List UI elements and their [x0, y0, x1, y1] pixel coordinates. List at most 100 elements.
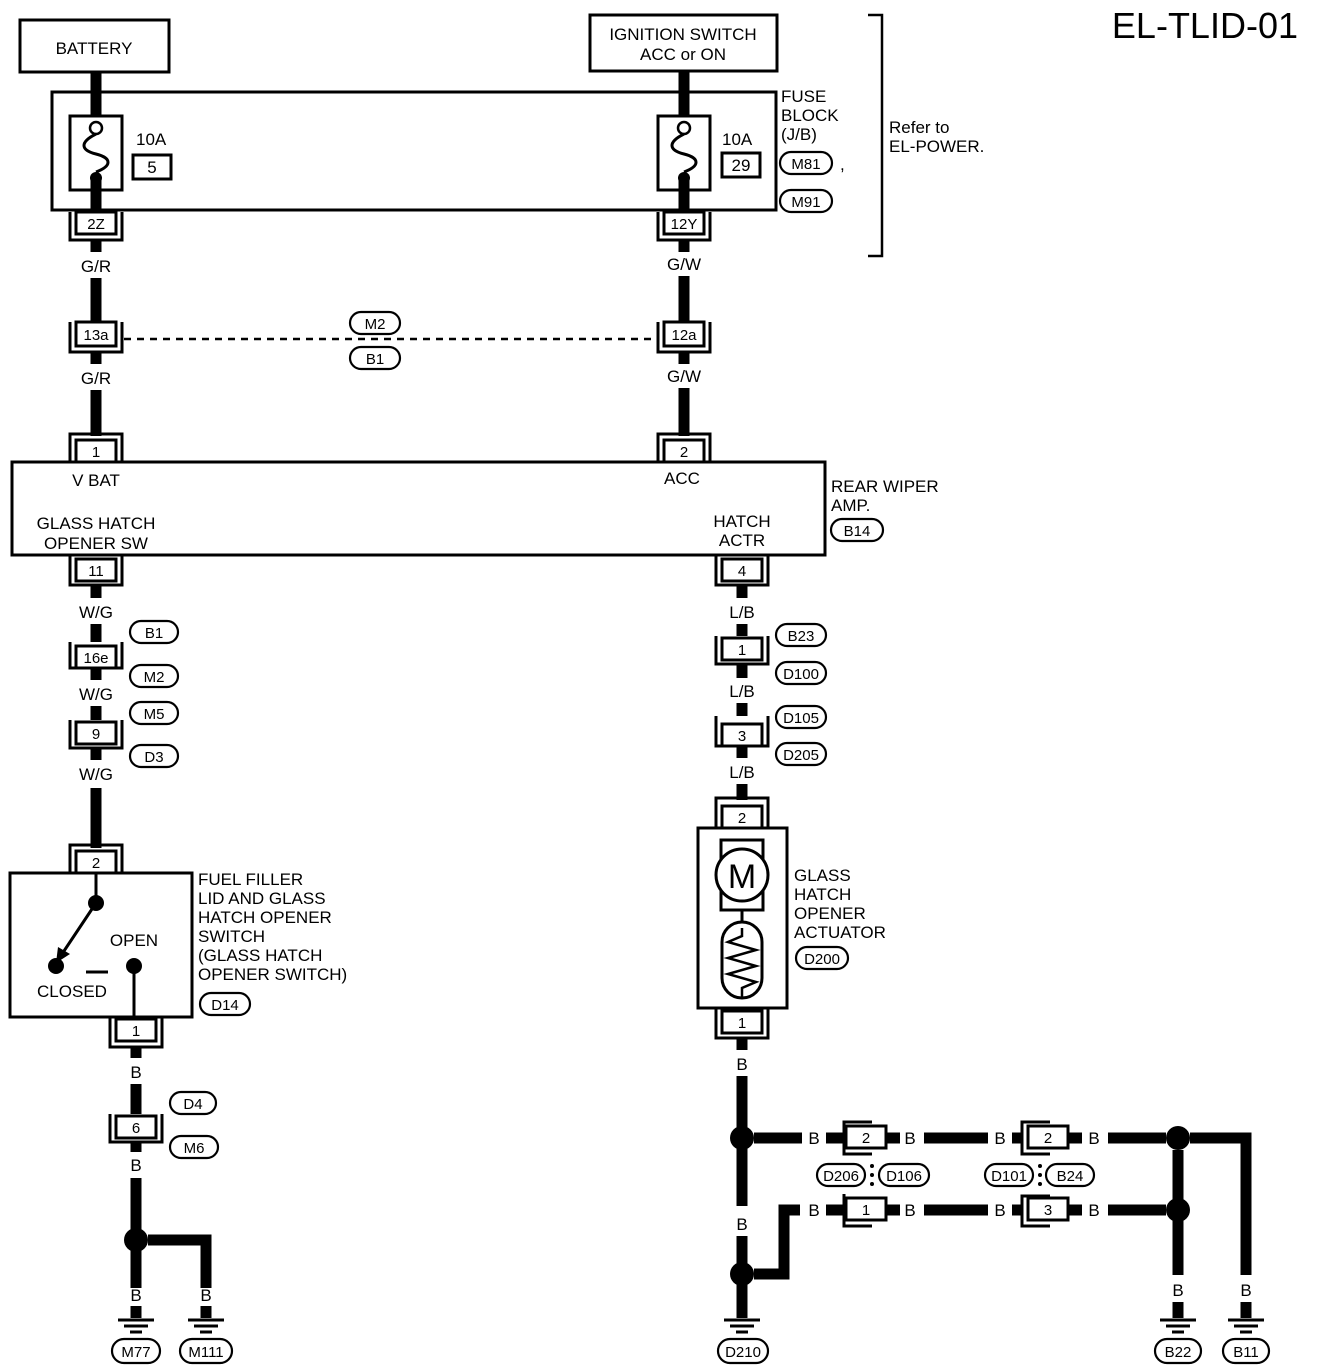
amp-pin-2: 2 [680, 444, 688, 461]
wire-color-w-g-2: W/G [79, 685, 113, 704]
right-chain-connector-b23: B23 [788, 628, 815, 645]
wire-color-w-g-3: W/G [79, 765, 113, 784]
fuse-block-comma: , [840, 155, 845, 174]
terminal-12a: 12a [671, 327, 697, 344]
fuse-5-number: 5 [147, 158, 156, 177]
switch-pin-1: 1 [132, 1023, 140, 1040]
ground-row1-right-terminal: 2 [1044, 1130, 1052, 1147]
ground-m77: M77 [121, 1344, 150, 1361]
switch-pin-2: 2 [92, 855, 100, 872]
terminal-6: 6 [132, 1120, 140, 1137]
ground-pair-d101: D101 [991, 1168, 1027, 1185]
amp-label-2: AMP. [831, 496, 870, 515]
left-chain-connector-b1: B1 [145, 625, 163, 642]
wire-color-b-left-4: B [200, 1286, 211, 1305]
ground-pair-b24: B24 [1057, 1168, 1084, 1185]
diagram-title: EL-TLID-01 [1112, 5, 1298, 46]
ground-splice-row1-right [1166, 1126, 1190, 1150]
ignition-switch-label: IGNITION SWITCH [609, 25, 756, 44]
actuator-pin-2: 2 [738, 810, 746, 827]
ground-m111: M111 [188, 1344, 223, 1361]
ground-splice-lower [730, 1262, 754, 1286]
wire-color-b-row1-4: B [1088, 1129, 1099, 1148]
ground-b11: B11 [1233, 1344, 1259, 1361]
fuse-29-number: 29 [732, 156, 751, 175]
left-chain-connector-d3: D3 [144, 749, 163, 766]
switch-open-label: OPEN [110, 931, 158, 950]
actuator-connector-d200: D200 [804, 951, 840, 968]
terminal-9: 9 [92, 726, 100, 743]
fuse-block-label-1: FUSE [781, 87, 826, 106]
ground-splice-row2-right [1166, 1198, 1190, 1222]
refer-line-1: Refer to [889, 118, 949, 137]
actuator-label-3: OPENER [794, 904, 866, 923]
wire-color-b-left-1: B [130, 1063, 141, 1082]
wire-color-b-right-1: B [736, 1055, 747, 1074]
wire-color-w-g-1: W/G [79, 603, 113, 622]
left-chain-connector-m5: M5 [144, 706, 165, 723]
amp-pin-1-name: V BAT [72, 471, 120, 490]
joint-connector-m2: M2 [365, 316, 386, 333]
actuator-motor [714, 847, 770, 903]
right-chain-terminal-1: 1 [738, 642, 746, 659]
switch-label-3: HATCH OPENER [198, 908, 332, 927]
wire-color-g-r-2: G/R [81, 369, 111, 388]
amp-pin-4: 4 [738, 563, 746, 580]
wire-color-g-r-1: G/R [81, 257, 111, 276]
wire-color-b-ground-b11: B [1240, 1281, 1251, 1300]
refer-line-2: EL-POWER. [889, 137, 984, 156]
switch-box [8, 871, 194, 1019]
amp-label-1: REAR WIPER [831, 477, 939, 496]
ground-row1-left-terminal: 2 [862, 1130, 870, 1147]
actuator-label-2: HATCH [794, 885, 851, 904]
switch-label-4: SWITCH [198, 927, 265, 946]
fuse-5-amps: 10A [136, 130, 167, 149]
wire-color-b-row2-2: B [904, 1201, 915, 1220]
switch-label-6: OPENER SWITCH) [198, 965, 347, 984]
amp-pin-11-name-2: OPENER SW [44, 534, 148, 553]
right-chain-connector-d100: D100 [783, 666, 819, 683]
wire-color-b-row2-3: B [994, 1201, 1005, 1220]
rear-wiper-amp-box [10, 460, 827, 557]
ground-pair-d106: D106 [886, 1168, 922, 1185]
right-chain-connector-d205: D205 [783, 747, 819, 764]
amp-pin-4-name-1: HATCH [713, 512, 770, 531]
left-ground-connector-m6: M6 [184, 1140, 205, 1157]
actuator-label-4: ACTUATOR [794, 923, 886, 942]
switch-closed-label: CLOSED [37, 982, 107, 1001]
fuse-block-connector-m81: M81 [791, 156, 820, 173]
amp-pin-1: 1 [92, 444, 100, 461]
left-ground-splice [124, 1228, 148, 1252]
fuse-29-amps: 10A [722, 130, 753, 149]
switch-closed-contact [48, 958, 64, 974]
wire-color-b-row2-1: B [808, 1201, 819, 1220]
wire-color-l-b-2: L/B [729, 682, 755, 701]
wire-color-b-left-3: B [130, 1286, 141, 1305]
amp-pin-2-name: ACC [664, 469, 700, 488]
fuse-block-label-3: (J/B) [781, 125, 817, 144]
wire-color-b-right-2: B [736, 1215, 747, 1234]
terminal-13a: 13a [83, 327, 109, 344]
actuator-label-1: GLASS [794, 866, 851, 885]
switch-label-1: FUEL FILLER [198, 870, 303, 889]
ground-row2-left-terminal: 1 [862, 1202, 870, 1219]
wire-color-g-w-1: G/W [667, 255, 701, 274]
right-chain-connector-d105: D105 [783, 710, 819, 727]
ground-b22: B22 [1165, 1344, 1192, 1361]
switch-label-5: (GLASS HATCH [198, 946, 322, 965]
wire-color-b-row1-3: B [994, 1129, 1005, 1148]
wire-color-b-row1-2: B [904, 1129, 915, 1148]
amp-connector-b14: B14 [844, 523, 871, 540]
amp-pin-11: 11 [88, 563, 104, 580]
amp-pin-11-name-1: GLASS HATCH [37, 514, 156, 533]
wire-color-b-left-2: B [130, 1156, 141, 1175]
wire-color-b-row1-1: B [808, 1129, 819, 1148]
ground-d210: D210 [725, 1344, 761, 1361]
joint-connector-b1: B1 [366, 351, 384, 368]
wire-color-g-w-2: G/W [667, 367, 701, 386]
ground-splice-upper [730, 1126, 754, 1150]
actuator-pin-1: 1 [738, 1015, 746, 1032]
amp-pin-4-name-2: ACTR [719, 531, 765, 550]
ground-row2-right-terminal: 3 [1044, 1202, 1052, 1219]
